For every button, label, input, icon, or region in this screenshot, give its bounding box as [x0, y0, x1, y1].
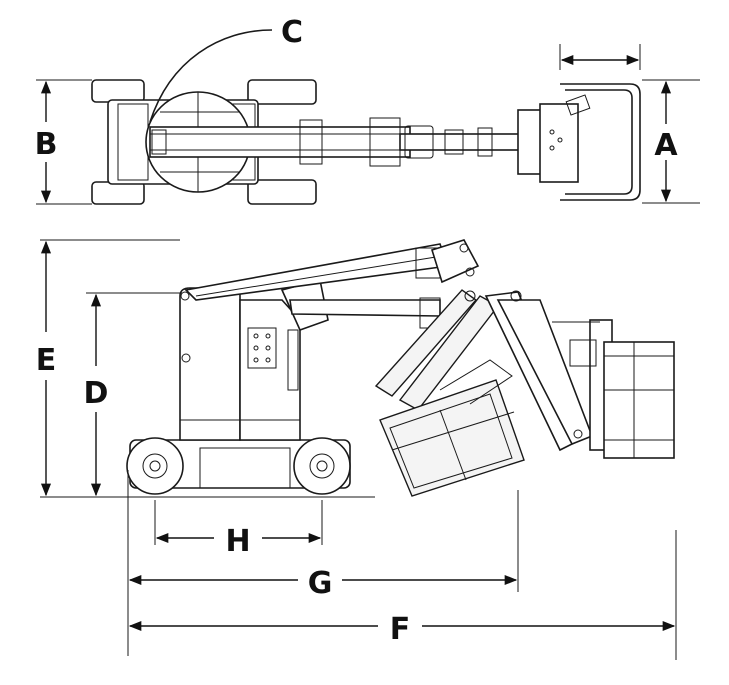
label-d: D — [84, 376, 109, 411]
dimension-d: D — [84, 292, 182, 497]
top-view — [91, 79, 641, 205]
label-h: H — [225, 524, 250, 559]
dimension-g: G — [128, 490, 519, 601]
platform-stowed — [379, 359, 525, 497]
dimension-h: H — [154, 500, 323, 559]
dimension-e: E — [36, 239, 180, 497]
label-a: A — [654, 128, 678, 163]
label-c: C — [281, 15, 303, 50]
dimension-b: B — [35, 79, 92, 205]
dimension-f: F — [127, 470, 677, 660]
label-e: E — [36, 343, 57, 378]
platform-extended — [552, 319, 675, 459]
side-view — [40, 239, 675, 498]
label-g: G — [308, 566, 333, 601]
dimension-c: C — [149, 15, 303, 123]
label-b: B — [35, 127, 58, 162]
label-f: F — [390, 612, 411, 647]
dimension-a: A — [559, 44, 700, 204]
